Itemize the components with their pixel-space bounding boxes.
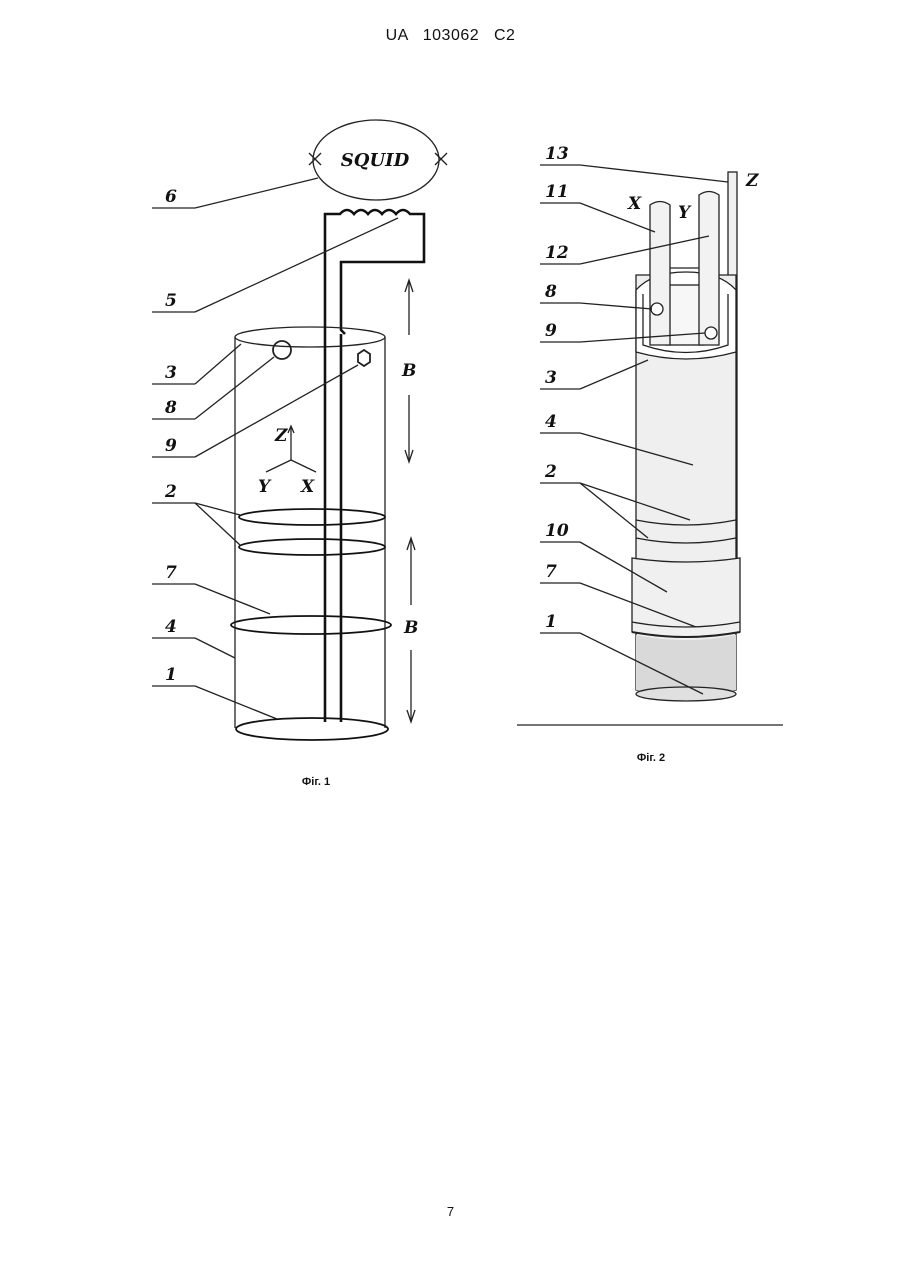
figure-2: X Y Z 13 11 12 8 9 3 4 xyxy=(517,144,783,764)
josephson-junction-left xyxy=(309,153,321,165)
callout-3-fig2: 3 xyxy=(540,360,648,389)
svg-text:7: 7 xyxy=(545,562,557,582)
rod-x-label: X xyxy=(627,194,642,214)
axis-x-label: X xyxy=(300,477,315,497)
svg-text:13: 13 xyxy=(545,144,569,164)
rod-z-label: Z xyxy=(745,171,759,191)
sensor-9-fig2 xyxy=(705,327,717,339)
field-label-top: B xyxy=(401,361,416,381)
svg-text:3: 3 xyxy=(545,368,557,388)
axis-y-label: Y xyxy=(258,477,272,497)
callout-2: 2 xyxy=(152,482,240,545)
svg-text:5: 5 xyxy=(165,291,177,311)
rod-x xyxy=(650,202,670,346)
axes-indicator: Z Y X xyxy=(258,426,316,497)
callout-12: 12 xyxy=(540,236,709,264)
svg-text:2: 2 xyxy=(164,482,177,502)
field-label-bottom: B xyxy=(403,618,418,638)
callout-9: 9 xyxy=(152,365,358,457)
svg-text:3: 3 xyxy=(165,363,177,383)
svg-text:10: 10 xyxy=(545,521,569,541)
figure-1: SQUID Z Y xyxy=(152,120,447,788)
svg-text:7: 7 xyxy=(165,563,177,583)
callout-13: 13 xyxy=(540,144,728,182)
svg-text:2: 2 xyxy=(544,462,557,482)
figure-1-caption: Фіг. 1 xyxy=(302,776,330,788)
callout-3: 3 xyxy=(152,344,241,384)
callout-6: 6 xyxy=(152,178,318,208)
figure-2-caption: Фіг. 2 xyxy=(637,752,665,764)
josephson-junction-right xyxy=(435,153,447,165)
svg-text:1: 1 xyxy=(545,612,557,632)
svg-text:4: 4 xyxy=(165,617,177,637)
callout-7: 7 xyxy=(152,563,270,614)
svg-text:11: 11 xyxy=(545,182,569,202)
bottom-loop-2 xyxy=(636,687,736,701)
svg-text:9: 9 xyxy=(165,436,177,456)
gradiometer-loop-lower xyxy=(239,539,385,555)
svg-text:8: 8 xyxy=(164,398,177,418)
svg-text:4: 4 xyxy=(545,412,557,432)
gradiometer-loop-upper xyxy=(239,509,385,525)
callout-4: 4 xyxy=(152,617,235,658)
page-number: 7 xyxy=(0,1204,901,1219)
shield-top-rim xyxy=(235,327,385,347)
svg-text:1: 1 xyxy=(165,665,177,685)
svg-text:8: 8 xyxy=(544,282,557,302)
axis-z-label: Z xyxy=(274,426,288,446)
sensor-8-fig2 xyxy=(651,303,663,315)
squid-label: SQUID xyxy=(341,150,410,171)
svg-text:9: 9 xyxy=(545,321,557,341)
sensor-9 xyxy=(358,350,370,366)
rod-y xyxy=(699,192,719,346)
gradiometer-bottom-loop xyxy=(236,718,388,740)
sensor-8 xyxy=(273,341,291,359)
rod-y-label: Y xyxy=(678,203,692,223)
calibration-coil xyxy=(231,616,391,634)
callout-5: 5 xyxy=(152,218,398,312)
svg-text:12: 12 xyxy=(545,243,569,263)
svg-text:6: 6 xyxy=(165,187,177,207)
callout-8-fig2: 8 xyxy=(540,282,652,309)
callout-1: 1 xyxy=(152,665,277,719)
